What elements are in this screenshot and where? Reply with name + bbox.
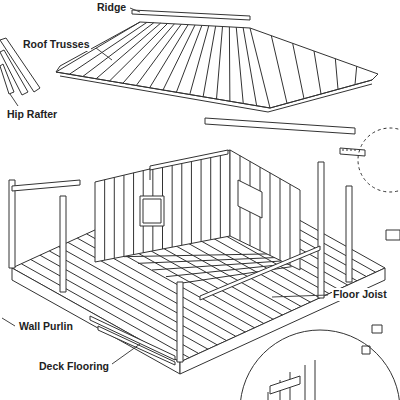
wall-frame bbox=[9, 162, 352, 365]
leader-lines bbox=[2, 8, 328, 364]
ridge-beam bbox=[132, 10, 250, 20]
stroke bbox=[203, 26, 216, 97]
stroke bbox=[123, 175, 124, 256]
stroke bbox=[250, 28, 270, 108]
part-label: Roof Trusses bbox=[22, 38, 91, 51]
detail-callouts bbox=[240, 128, 400, 400]
part-label: Deck Flooring bbox=[38, 360, 110, 373]
stroke bbox=[21, 264, 189, 358]
stroke bbox=[114, 177, 115, 258]
stroke bbox=[335, 59, 338, 90]
stroke bbox=[243, 28, 257, 106]
stroke bbox=[314, 51, 321, 94]
stroke bbox=[293, 43, 304, 98]
stroke bbox=[217, 27, 223, 100]
stroke bbox=[104, 180, 105, 260]
stroke bbox=[290, 184, 291, 265]
stroke bbox=[138, 257, 297, 264]
part-label: Ridge bbox=[96, 1, 127, 14]
stroke bbox=[31, 259, 199, 353]
stroke bbox=[172, 164, 173, 247]
stroke bbox=[176, 25, 202, 92]
stroke bbox=[280, 179, 281, 261]
stroke bbox=[123, 24, 175, 83]
stroke bbox=[191, 159, 192, 243]
stroke bbox=[271, 36, 287, 104]
stroke bbox=[270, 173, 271, 256]
wall-panels bbox=[95, 150, 300, 270]
part-label: Hip Rafter bbox=[6, 108, 58, 121]
stroke bbox=[220, 152, 221, 238]
stroke bbox=[355, 66, 357, 84]
stroke bbox=[136, 24, 181, 85]
stroke bbox=[210, 155, 211, 240]
stroke bbox=[236, 27, 243, 103]
stroke bbox=[49, 251, 217, 345]
stroke bbox=[83, 23, 154, 77]
stroke bbox=[133, 173, 134, 255]
part-label: Wall Purlin bbox=[18, 320, 74, 333]
part-label: Floor Joist bbox=[332, 288, 388, 301]
roof-trusses bbox=[56, 22, 378, 112]
stroke bbox=[201, 157, 202, 242]
stroke bbox=[181, 161, 182, 245]
stroke bbox=[190, 26, 209, 95]
top-beam bbox=[205, 118, 355, 134]
stroke bbox=[229, 27, 231, 101]
stroke bbox=[163, 25, 195, 90]
